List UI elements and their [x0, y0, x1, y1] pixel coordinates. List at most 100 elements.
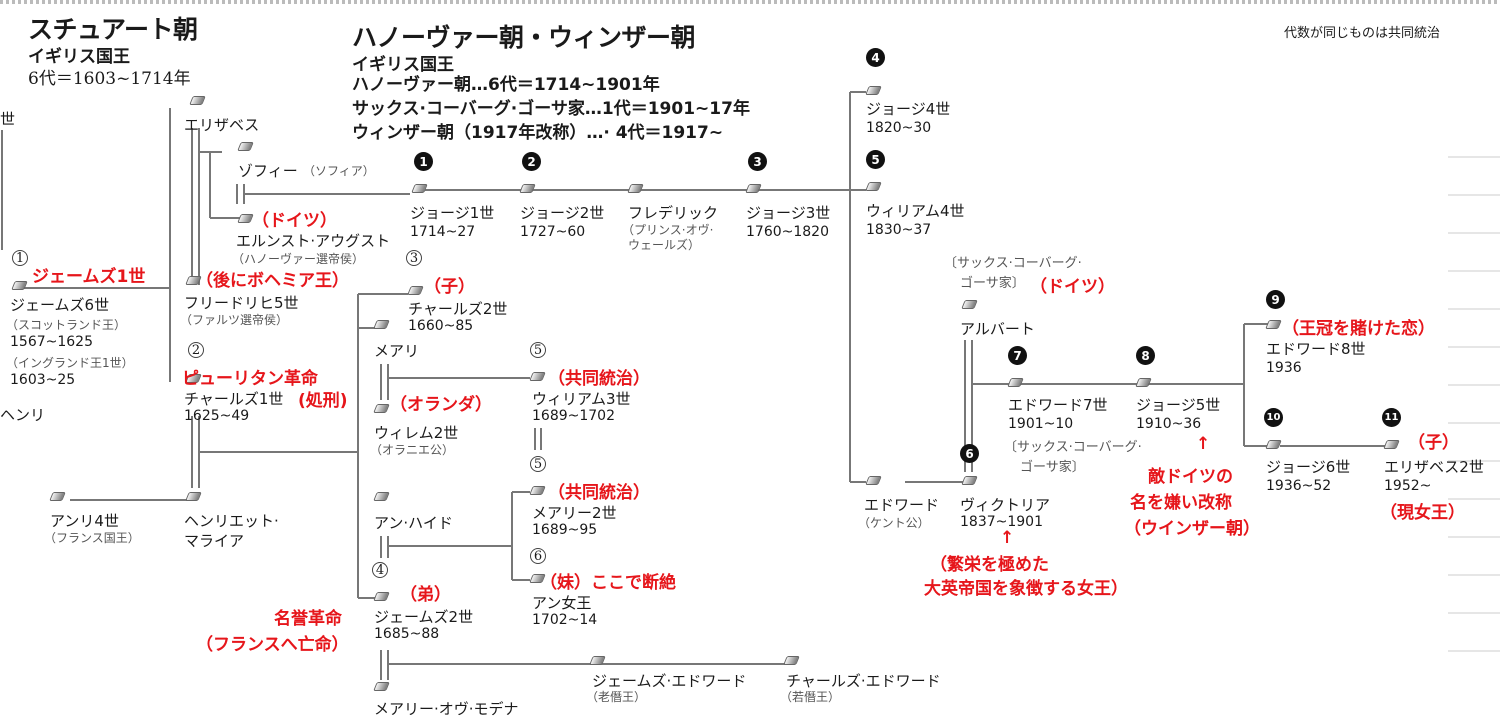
name-george2: ジョージ2世 — [520, 204, 605, 222]
reign-number-william3: 5 — [530, 342, 546, 358]
note-james6-scotland: （スコットランド王） — [6, 318, 127, 332]
note-james6-england: （イングランド王1世） — [6, 356, 134, 370]
reign-number-victoria: 6 — [960, 444, 979, 463]
stuart-dynasty-title: スチュアート朝 — [28, 15, 198, 44]
note-charles-edward: （若僭王） — [780, 690, 841, 704]
annotation-bohemia: （後にボヘミア王） — [196, 271, 349, 291]
annotation-german-albert: （ドイツ） — [1030, 277, 1115, 297]
annotation-execution: (処刑) — [298, 391, 348, 411]
annotation-arrow-george5: ↑ — [1196, 434, 1211, 454]
annotation-abdication-romance: （王冠を賭けた恋） — [1282, 319, 1435, 339]
name-james6: ジェームズ6世 — [10, 296, 110, 314]
reign-number-george4: 4 — [866, 48, 885, 67]
name-edward-kent: エドワード — [864, 496, 940, 514]
name-frederick: フレデリック — [628, 204, 719, 222]
annotation-arrow-victoria: ↑ — [1000, 528, 1015, 548]
annotation-glorious-revolution: 名誉革命 — [274, 609, 342, 629]
note-albert-house-1: 〔サックス·コーバーグ· — [944, 256, 1082, 271]
note-james-edward: （老僭王） — [586, 690, 647, 704]
years-george6: 1936~52 — [1266, 478, 1332, 494]
hanover-line1: ハノーヴァー朝…6代＝1714~1901年 — [352, 75, 660, 95]
note-ernst: （ハノーヴァー選帝侯） — [232, 252, 365, 266]
left-fragment-henri: ヘンリ — [0, 406, 46, 424]
name-george1: ジョージ1世 — [410, 204, 495, 222]
name-james-edward: ジェームズ·エドワード — [592, 672, 747, 690]
right-page-ghost — [1448, 120, 1500, 680]
years-james6-england: 1603~25 — [10, 372, 76, 388]
note-albert-house-2: ゴーサ家〕 — [960, 276, 1025, 291]
reign-number-edward7: 7 — [1008, 346, 1027, 365]
years-william4: 1830~37 — [866, 222, 932, 238]
reign-number-george3: 3 — [748, 152, 767, 171]
annotation-child-charles2: （子） — [424, 277, 475, 297]
note-sophie: （ソフィア） — [303, 164, 375, 178]
name-elizabeth2: エリザベス2世 — [1384, 458, 1484, 476]
reign-number-george6: 10 — [1264, 408, 1283, 427]
name-elizabeth: エリザベス — [184, 116, 260, 134]
hanover-subtitle: イギリス国王 — [352, 55, 454, 75]
name-charles1: チャールズ1世 — [184, 390, 284, 408]
years-edward7: 1901~10 — [1008, 416, 1074, 432]
annotation-exile-france: （フランスへ亡命） — [196, 635, 349, 655]
years-charles2: 1660~85 — [408, 318, 474, 334]
name-edward8: エドワード8世 — [1266, 340, 1366, 358]
years-george4: 1820~30 — [866, 120, 932, 136]
name-mary-modena: メアリー·オヴ·モデナ — [374, 700, 519, 718]
years-william3: 1689~1702 — [532, 408, 615, 424]
note-edward-kent: （ケント公） — [858, 516, 930, 530]
name-henrietta-2: マライア — [184, 532, 245, 550]
hanover-line3: ウィンザー朝（1917年改称）…· 4代＝1917~ — [352, 123, 724, 143]
years-mary2: 1689~95 — [532, 522, 598, 538]
name-george4: ジョージ4世 — [866, 100, 951, 118]
note-edward7-house-1: 〔サックス·コーバーグ· — [1004, 440, 1142, 455]
years-james6-scotland: 1567~1625 — [10, 334, 93, 350]
name-ernst: エルンスト·アウグスト — [236, 232, 391, 250]
years-george5: 1910~36 — [1136, 416, 1202, 432]
annotation-rename-2: 名を嫌い改称 — [1130, 493, 1232, 513]
years-george2: 1727~60 — [520, 224, 586, 240]
name-anne: アン女王 — [532, 594, 592, 612]
name-sophie: ゾフィー — [238, 162, 298, 180]
years-george3: 1760~1820 — [746, 224, 829, 240]
reign-number-george1: 1 — [414, 152, 433, 171]
years-charles1: 1625~49 — [184, 408, 250, 424]
note-frederick-1: （プリンス·オヴ· — [622, 223, 714, 237]
reign-number-james6: 1 — [12, 250, 28, 266]
reign-number-elizabeth2: 11 — [1382, 408, 1401, 427]
name-george6: ジョージ6世 — [1266, 458, 1351, 476]
annotation-sister-end: （妹）ここで断絶 — [540, 573, 676, 593]
years-victoria: 1837~1901 — [960, 514, 1043, 530]
annotation-current-queen: （現女王） — [1380, 503, 1465, 523]
scan-top-border — [0, 0, 1500, 4]
left-fragment-sei: 世 — [0, 110, 16, 128]
name-henrietta-1: ヘンリエット· — [184, 512, 279, 530]
reign-number-charles2: 3 — [406, 250, 422, 266]
name-william4: ウィリアム4世 — [866, 202, 965, 220]
annotation-james1: ジェームズ1世 — [32, 267, 146, 287]
hanover-windsor-title: ハノーヴァー朝・ウィンザー朝 — [352, 23, 696, 52]
reign-number-george2: 2 — [522, 152, 541, 171]
note-friedrich: （ファルツ選帝侯） — [180, 313, 289, 327]
name-mary: メアリ — [374, 342, 420, 360]
name-friedrich: フリードリヒ5世 — [184, 294, 299, 312]
corner-note: 代数が同じものは共同統治 — [1284, 26, 1441, 41]
reign-number-edward8: 9 — [1266, 290, 1285, 309]
annotation-german-ernst: （ドイツ） — [252, 211, 337, 231]
years-james2: 1685~88 — [374, 626, 440, 642]
hanover-line2: サックス·コーバーグ·ゴーサ家…1代＝1901~17年 — [352, 99, 750, 119]
name-george5: ジョージ5世 — [1136, 396, 1221, 414]
annotation-puritan: ピューリタン革命 — [182, 369, 318, 389]
name-mary2: メアリー2世 — [532, 504, 617, 522]
years-elizabeth2: 1952~ — [1384, 478, 1432, 494]
annotation-orange: （オランダ） — [390, 395, 492, 415]
name-edward7: エドワード7世 — [1008, 396, 1108, 414]
name-charles2: チャールズ2世 — [408, 300, 508, 318]
reign-number-william4: 5 — [866, 150, 885, 169]
note-edward7-house-2: ゴーサ家〕 — [1020, 460, 1085, 475]
reign-number-james2: 4 — [372, 562, 388, 578]
annotation-joint-william3: （共同統治） — [548, 369, 650, 389]
name-henri4: アンリ4世 — [50, 512, 119, 530]
annotation-rename-3: （ウインザー朝） — [1124, 519, 1260, 539]
annotation-brother: （弟） — [400, 585, 451, 605]
